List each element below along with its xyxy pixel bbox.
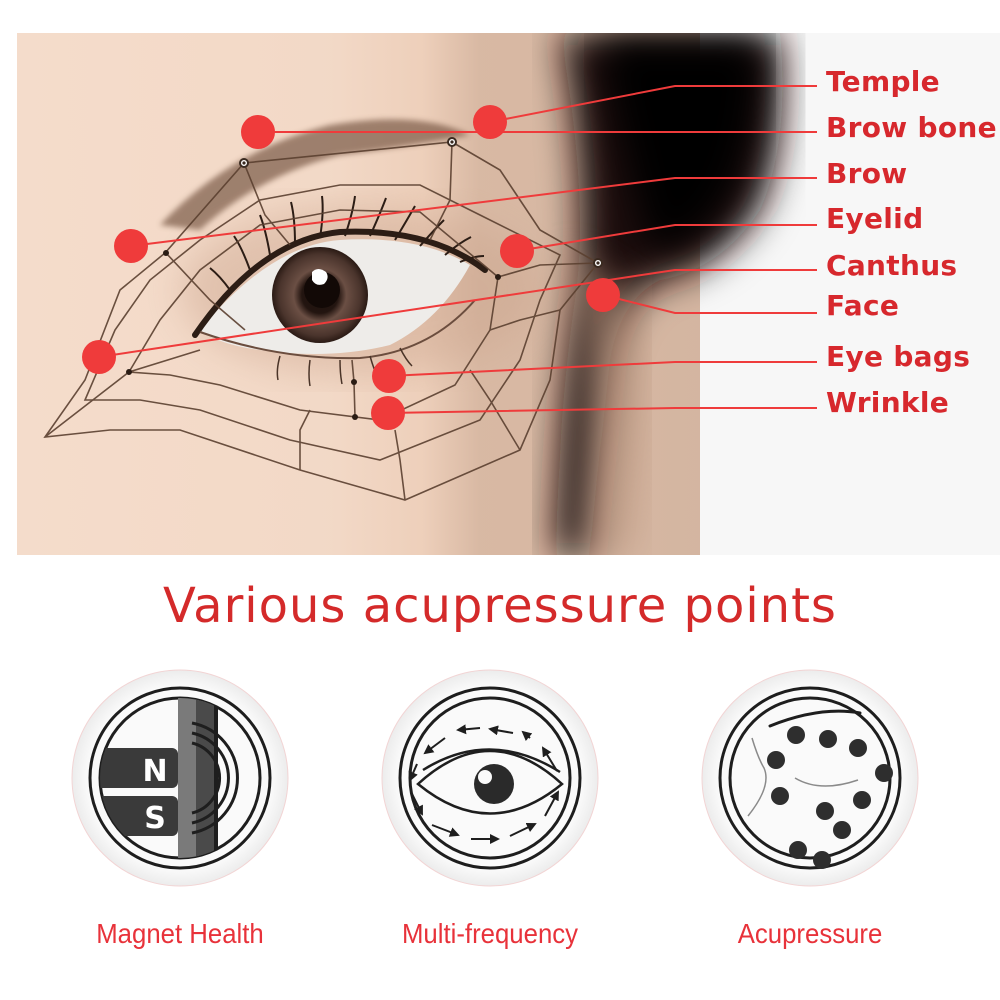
section-title: Various acupressure points — [163, 578, 837, 634]
mesh-nodes — [126, 137, 603, 420]
label-brow-bone: Brow bone — [826, 111, 997, 144]
leader-lines — [98, 85, 817, 414]
feature-multi-frequency: Multi-frequency — [370, 668, 610, 968]
label-face: Face — [826, 289, 900, 322]
point-brow-bone — [241, 115, 275, 149]
feature-label-magnet-health: Magnet Health — [96, 918, 264, 949]
feature-label-acupressure: Acupressure — [737, 918, 883, 949]
point-eyelid — [500, 234, 534, 268]
eye-circulation-icon — [381, 669, 599, 887]
label-temple: Temple — [826, 65, 940, 98]
eye-acupressure-diagram — [17, 33, 1000, 555]
point-canthus — [82, 340, 116, 374]
point-wrinkle — [371, 396, 405, 430]
mesh-lines — [43, 141, 600, 501]
point-temple — [473, 105, 507, 139]
svg-text:N: N — [142, 754, 167, 789]
feature-magnet-health: N S Magnet Health — [60, 668, 300, 968]
point-face — [586, 278, 620, 312]
label-wrinkle: Wrinkle — [826, 386, 950, 419]
acupressure-points — [82, 105, 620, 430]
feature-acupressure: Acupressure — [690, 668, 930, 968]
point-eye-bags — [372, 359, 406, 393]
magnet-ns-icon: N S — [71, 669, 289, 887]
point-brow — [114, 229, 148, 263]
acupressure-dots-icon — [701, 669, 919, 887]
label-eyelid: Eyelid — [826, 202, 924, 235]
eye-photo-illustration — [17, 33, 1000, 555]
label-eye-bags: Eye bags — [826, 340, 971, 373]
label-brow: Brow — [826, 157, 908, 190]
label-canthus: Canthus — [826, 249, 958, 282]
svg-text:S: S — [144, 801, 166, 836]
feature-label-multi-frequency: Multi-frequency — [401, 918, 579, 949]
